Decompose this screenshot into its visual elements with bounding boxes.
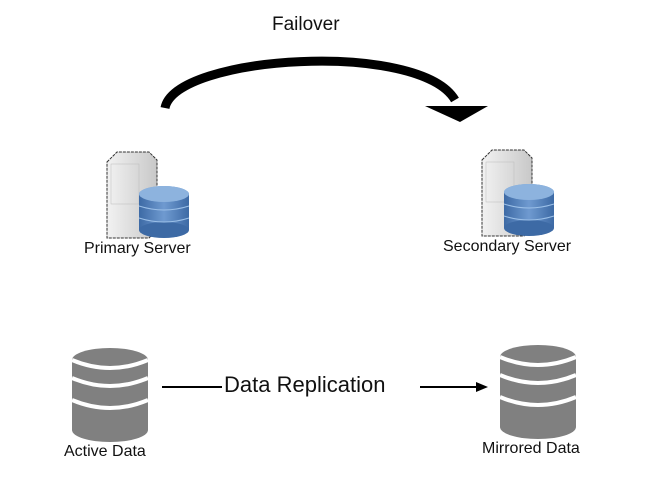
secondary-server-label: Secondary Server (443, 238, 572, 255)
failover-label: Failover (272, 14, 340, 35)
secondary-server-icon (481, 149, 555, 237)
primary-server-icon (106, 151, 190, 239)
replication-arrowhead (476, 382, 488, 392)
active-data-database-icon (71, 348, 149, 442)
mirrored-data-label: Mirrored Data (482, 440, 580, 457)
failover-arrow (160, 56, 488, 122)
primary-server-label: Primary Server (84, 240, 191, 257)
active-data-label: Active Data (64, 443, 146, 460)
mirrored-data-database-icon (499, 345, 577, 439)
data-replication-label: Data Replication (224, 372, 386, 397)
